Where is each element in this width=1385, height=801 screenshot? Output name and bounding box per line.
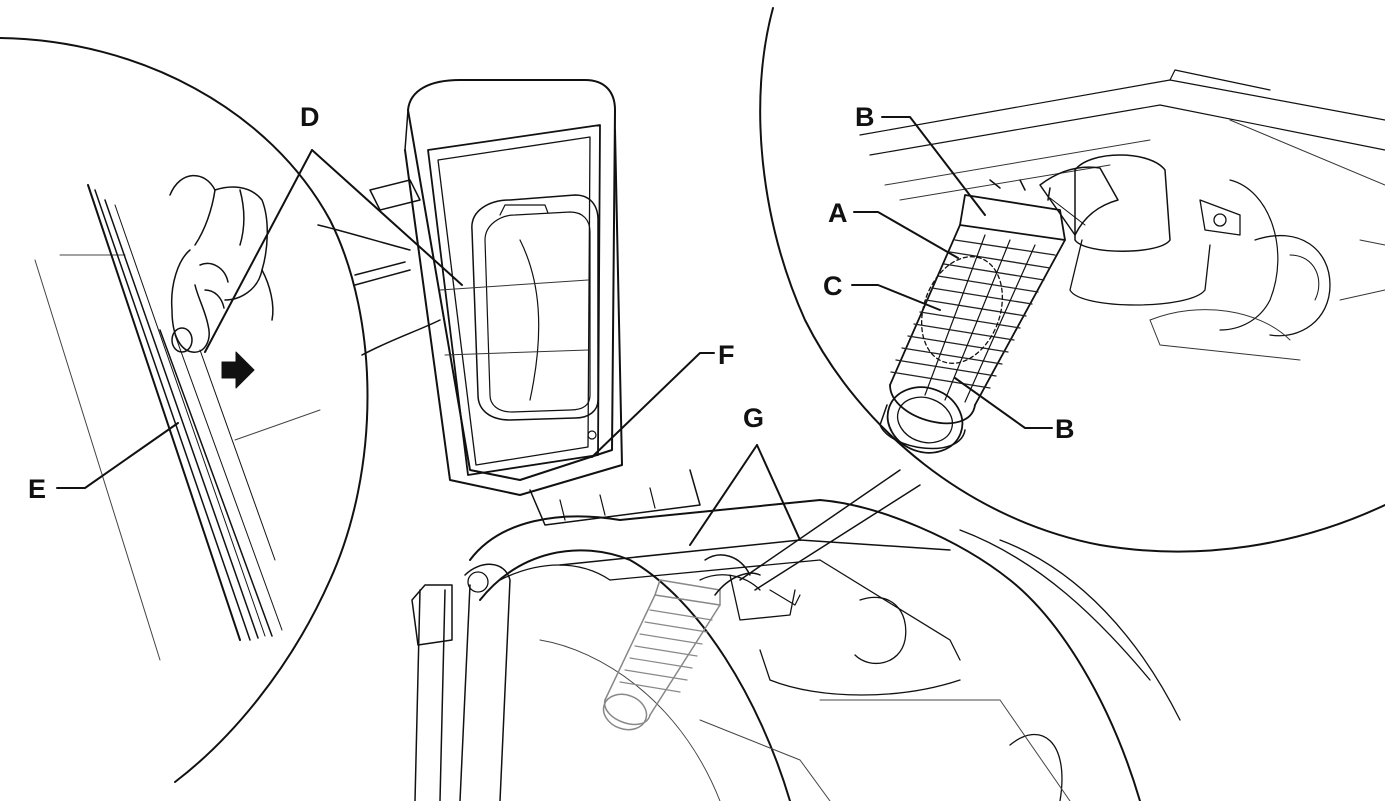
label-c: C <box>823 271 843 301</box>
filter-cartridge-large <box>879 179 1066 454</box>
label-f: F <box>718 340 735 370</box>
left-detail-circle <box>0 37 369 783</box>
label-a: A <box>828 198 848 228</box>
push-arrow-icon <box>221 351 255 389</box>
recovery-tank-lid <box>404 79 623 496</box>
label-g: G <box>743 403 765 433</box>
label-d: D <box>300 102 320 132</box>
filter-cartridge-small <box>602 572 761 731</box>
leader-lines <box>56 116 1053 546</box>
label-b-top: B <box>855 102 875 132</box>
hand-icon <box>169 174 274 353</box>
right-detail-circle <box>759 7 1385 553</box>
label-b-bottom: B <box>1055 414 1075 444</box>
label-e: E <box>28 474 47 504</box>
